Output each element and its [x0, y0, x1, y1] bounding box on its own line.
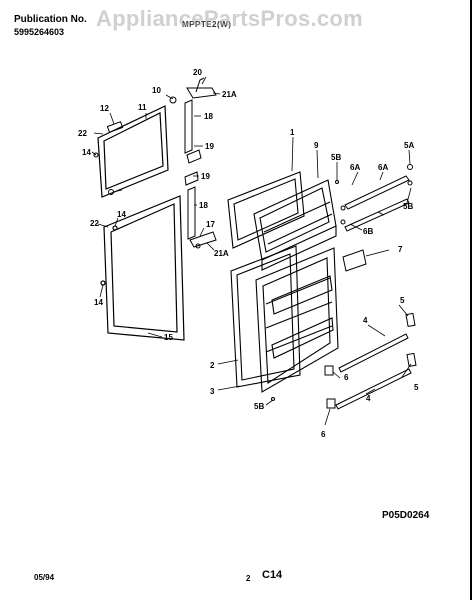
callout-22-lower: 22	[90, 219, 99, 228]
callout-2: 2	[210, 361, 215, 370]
callout-21a: 21A	[222, 90, 237, 99]
handles-left	[184, 99, 217, 249]
fresh-food-door	[230, 245, 339, 393]
callout-14-bottom: 14	[94, 298, 103, 307]
diagram-part-code: P05D0264	[382, 510, 430, 521]
callout-6b: 6B	[363, 227, 373, 236]
callout-22: 22	[78, 129, 87, 138]
publication-label: Publication No.	[14, 14, 87, 25]
callout-4-lower: 4	[366, 394, 371, 403]
fresh-food-door-gasket	[100, 195, 185, 341]
model-number: MPPTE2(W)	[182, 20, 232, 29]
watermark: AppliancePartsPros.com	[96, 6, 364, 31]
callout-6: 6	[344, 373, 349, 382]
freezer-door-hinge-parts	[93, 77, 217, 195]
leader-lines	[91, 76, 412, 426]
freezer-door	[227, 171, 337, 271]
callout-5b-top: 5B	[331, 153, 341, 162]
callout-14-lower: 14	[117, 210, 126, 219]
page-number: 2	[246, 574, 251, 583]
callout-19-lower: 19	[201, 172, 210, 181]
callout-10: 10	[152, 86, 161, 95]
page-code: C14	[262, 569, 283, 581]
callout-15: 15	[164, 333, 173, 342]
callout-17: 17	[206, 220, 215, 229]
callout-6a: 6A	[378, 163, 388, 172]
publication-date: 05/94	[34, 573, 55, 582]
callout-6-lower: 6	[321, 430, 326, 439]
callout-21a-lower: 21A	[214, 249, 229, 258]
door-handles-right	[271, 164, 417, 410]
callout-5b-right: 5B	[403, 202, 413, 211]
callout-6a-left: 6A	[350, 163, 360, 172]
callout-3: 3	[210, 387, 215, 396]
callout-7: 7	[398, 245, 403, 254]
publication-number: 5995264603	[14, 27, 65, 37]
callout-9: 9	[314, 141, 319, 150]
callout-labels: 20 21A 10 12 11 18 22 19 14 1 9 5B 6A 5A…	[78, 68, 419, 439]
callout-12: 12	[100, 104, 109, 113]
callout-11: 11	[138, 103, 147, 112]
callout-4: 4	[363, 316, 368, 325]
callout-5-lower: 5	[414, 383, 419, 392]
callout-1: 1	[290, 128, 295, 137]
callout-20: 20	[193, 68, 202, 77]
callout-18: 18	[204, 112, 213, 121]
callout-5b-bottom: 5B	[254, 402, 264, 411]
callout-14: 14	[82, 148, 91, 157]
callout-18-lower: 18	[199, 201, 208, 210]
callout-5a: 5A	[404, 141, 414, 150]
callout-19: 19	[205, 142, 214, 151]
callout-5: 5	[400, 296, 405, 305]
freezer-door-gasket	[97, 105, 169, 198]
